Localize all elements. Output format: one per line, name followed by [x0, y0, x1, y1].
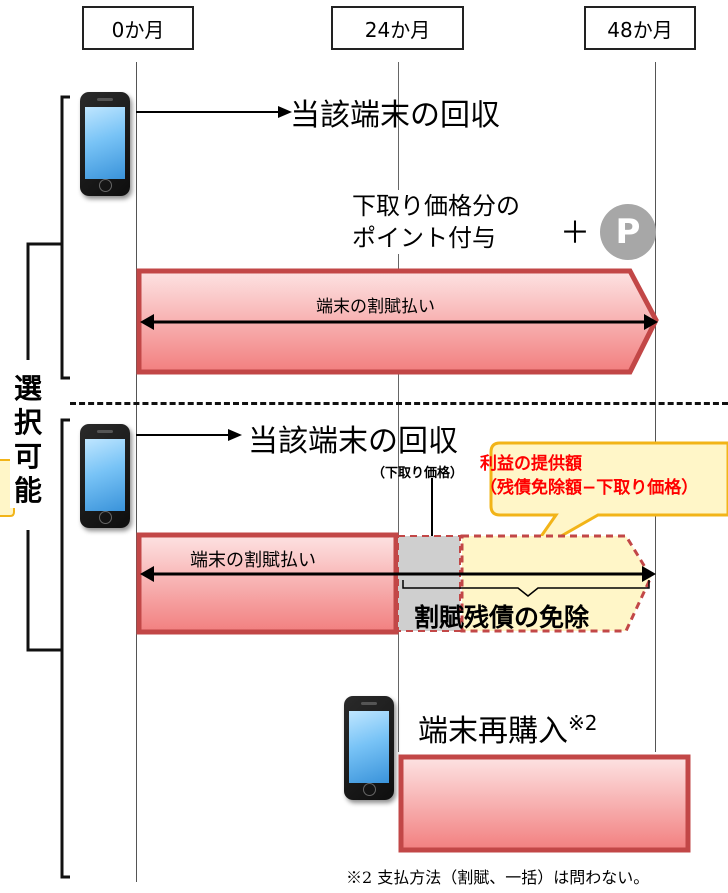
month-24-label: 24か月: [331, 6, 464, 50]
collect-device-label: 当該端末の回収: [290, 98, 500, 133]
repurchase-label: 端末再購入※2: [418, 706, 598, 750]
collect-arrow: [136, 429, 242, 441]
tradein-points-label: 下取り価格分の ポイント付与: [352, 190, 520, 254]
repurchase-bar: [398, 754, 691, 853]
point-badge-letter: P: [615, 212, 641, 252]
benefit-callout-text: 利益の提供額 （残債免除額−下取り価格）: [480, 454, 699, 498]
collect-arrow: [136, 106, 292, 118]
phone-icon: [80, 92, 130, 196]
tradein-price-label: （下取り価格）: [372, 466, 464, 481]
benefit-callout-shape: [489, 441, 728, 557]
footnote: ※2 支払方法（割賦、一括）は問わない。: [346, 868, 650, 887]
repurchase-note-mark: ※2: [568, 711, 598, 735]
option-separator: [70, 402, 728, 405]
timeline-guide-24: [398, 62, 399, 752]
timeline-guide-48: [655, 62, 656, 752]
month-48-label: 48か月: [584, 6, 696, 50]
installment-bar-a: [136, 268, 659, 375]
installment-label-b: 端末の割賦払い: [190, 550, 316, 571]
phone-icon: [344, 696, 394, 800]
selection-possible-label: 選 択 可 能: [10, 372, 46, 508]
timeline-guide-0: [136, 62, 137, 882]
installment-label-a: 端末の割賦払い: [316, 297, 435, 317]
month-0-label: 0か月: [82, 6, 194, 50]
point-icon: P: [600, 204, 656, 260]
collect-device-label: 当該端末の回収: [248, 424, 458, 459]
plus-sign: ＋: [560, 216, 590, 251]
phone-icon: [80, 424, 130, 528]
installment-bar-b: [136, 532, 656, 635]
debt-exemption-label: 割賦残債の免除: [414, 603, 590, 632]
repurchase-text: 端末再購入: [418, 714, 568, 749]
